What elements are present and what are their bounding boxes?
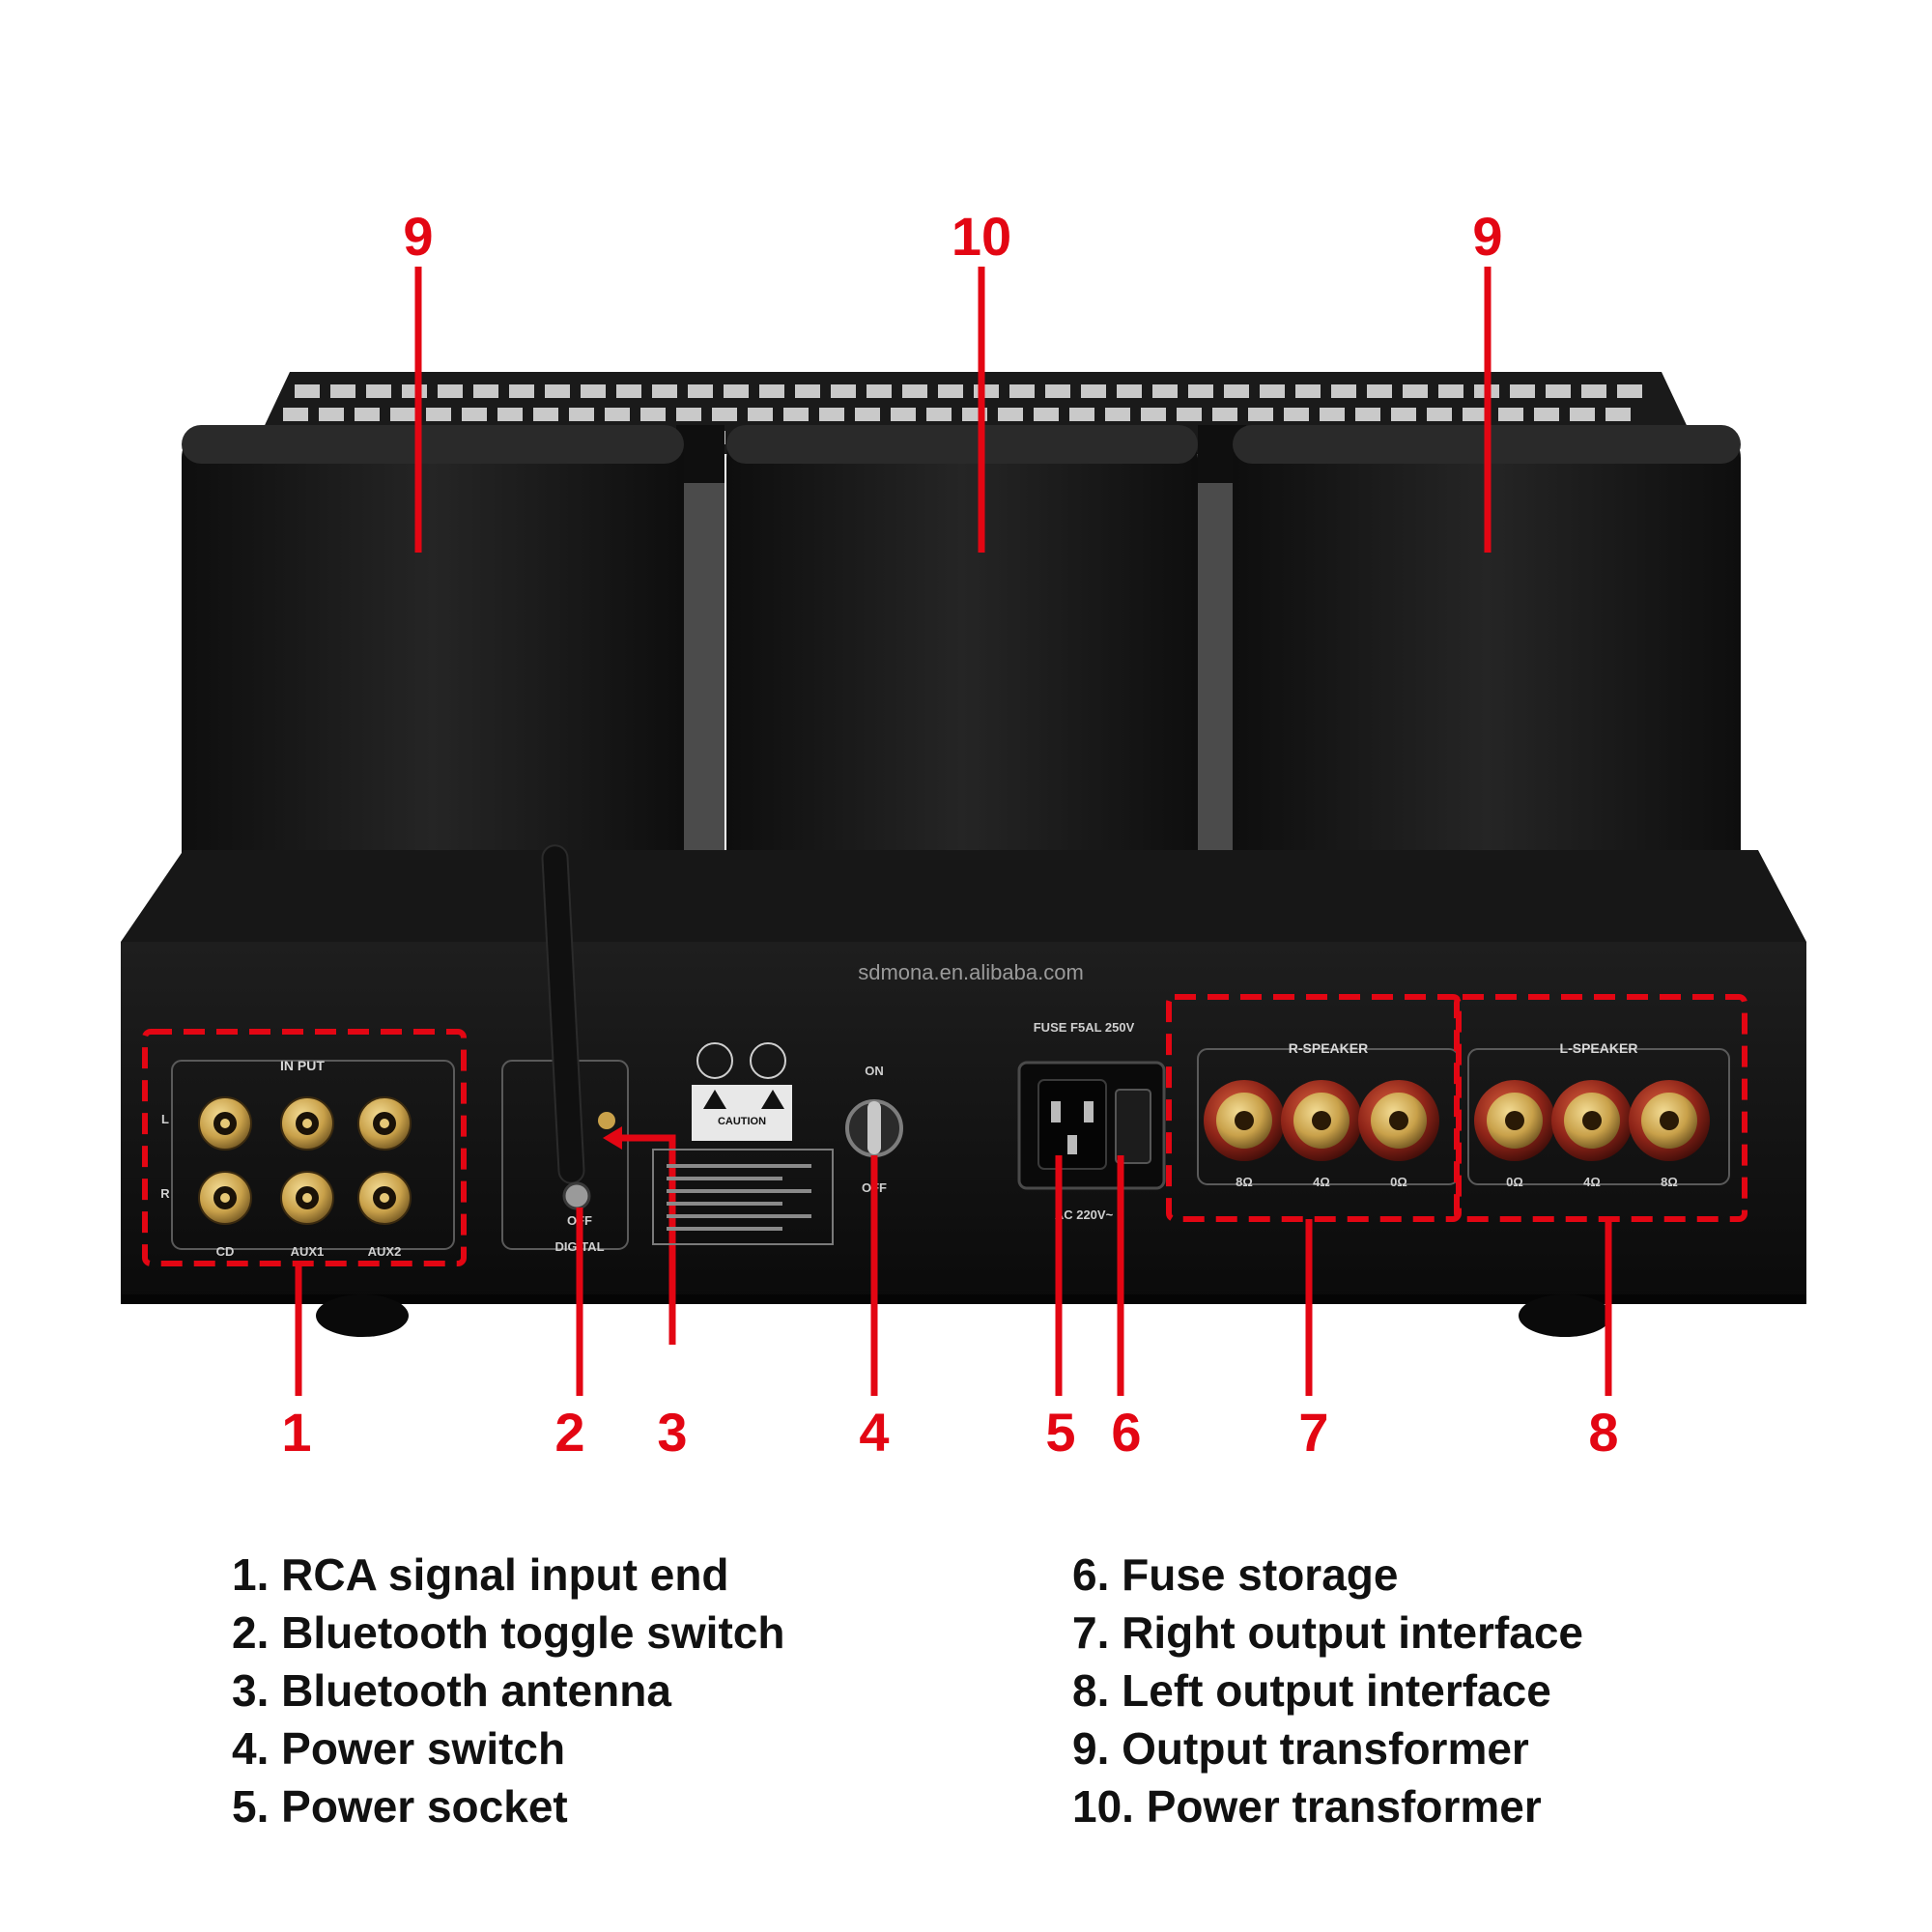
- input-row-l: L: [161, 1112, 169, 1126]
- l-ohm-2: 4Ω: [1583, 1175, 1601, 1189]
- rca-jack[interactable]: [198, 1171, 252, 1225]
- input-row-r: R: [160, 1186, 170, 1201]
- l-speaker-panel: L-SPEAKER 0Ω 4Ω 8Ω: [1467, 1040, 1730, 1189]
- legend-item-8: 8. Left output interface: [1072, 1665, 1551, 1716]
- highlight-right-output: [1166, 994, 1462, 1222]
- input-col-cd: CD: [216, 1244, 235, 1259]
- callout-1: 1: [281, 1402, 311, 1463]
- rca-jack[interactable]: [357, 1171, 412, 1225]
- highlight-rca-input: [142, 1029, 467, 1266]
- r-ohm-1: 8Ω: [1236, 1175, 1253, 1189]
- bluetooth-section: OFF DIGITAL: [501, 844, 676, 1345]
- info-plate: CAUTION: [652, 1042, 834, 1245]
- legend-item-6: 6. Fuse storage: [1072, 1549, 1399, 1600]
- callout-8: 8: [1588, 1402, 1618, 1463]
- rca-jacks: [198, 1096, 412, 1225]
- rca-jack[interactable]: [280, 1096, 334, 1151]
- legend-left: 1. RCA signal input end 2. Bluetooth tog…: [232, 1546, 966, 1835]
- highlight-left-output: [1454, 994, 1747, 1222]
- speaker-binding-post[interactable]: [1629, 1080, 1710, 1161]
- l-ohm-3: 8Ω: [1661, 1175, 1678, 1189]
- callout-5: 5: [1045, 1402, 1075, 1463]
- watermark: sdmona.en.alibaba.com: [858, 960, 1084, 984]
- r-speaker-panel: R-SPEAKER 8Ω 4Ω 0Ω: [1197, 1040, 1460, 1189]
- power-socket[interactable]: [1037, 1079, 1107, 1170]
- input-panel-title: IN PUT: [280, 1058, 325, 1073]
- legend-right: 6. Fuse storage 7. Right output interfac…: [1072, 1546, 1806, 1835]
- input-col-aux2: AUX2: [368, 1244, 402, 1259]
- legend-item-4: 4. Power switch: [232, 1723, 566, 1774]
- callout-6: 6: [1111, 1402, 1141, 1463]
- callout-4: 4: [859, 1402, 889, 1463]
- power-transformer: [726, 425, 1198, 932]
- legend-item-5: 5. Power socket: [232, 1781, 568, 1832]
- rca-jack[interactable]: [198, 1096, 252, 1151]
- r-ohm-3: 0Ω: [1390, 1175, 1407, 1189]
- callouts-bottom: 1 2 3 4 5 6 7 8: [281, 1155, 1619, 1463]
- fuse-label: FUSE F5AL 250V: [1034, 1020, 1135, 1035]
- callout-9-left: 9: [403, 206, 433, 267]
- input-col-aux1: AUX1: [291, 1244, 325, 1259]
- bluetooth-toggle[interactable]: [562, 1181, 591, 1210]
- power-label: AC 220V~: [1055, 1208, 1114, 1222]
- power-on-label: ON: [865, 1064, 884, 1078]
- callout-2: 2: [554, 1402, 584, 1463]
- speaker-binding-post[interactable]: [1358, 1080, 1439, 1161]
- callout-7: 7: [1298, 1402, 1328, 1463]
- legend-item-1: 1. RCA signal input end: [232, 1549, 729, 1600]
- speaker-binding-post[interactable]: [1281, 1080, 1362, 1161]
- callout-10: 10: [952, 206, 1011, 267]
- callouts-top: 9 10 9: [403, 206, 1503, 553]
- fuse-drawer[interactable]: [1115, 1089, 1151, 1164]
- legend-item-9: 9. Output transformer: [1072, 1723, 1529, 1774]
- r-ohm-2: 4Ω: [1313, 1175, 1330, 1189]
- power-socket-group: FUSE F5AL 250V AC 220V~: [1017, 1020, 1166, 1222]
- callout-9-right: 9: [1472, 206, 1502, 267]
- legend-item-3: 3. Bluetooth antenna: [232, 1665, 671, 1716]
- rca-jack[interactable]: [280, 1171, 334, 1225]
- power-switch[interactable]: [867, 1101, 881, 1154]
- l-ohm-1: 0Ω: [1506, 1175, 1523, 1189]
- bluetooth-led: [598, 1112, 615, 1129]
- legend-item-2: 2. Bluetooth toggle switch: [232, 1607, 785, 1658]
- l-speaker-title: L-SPEAKER: [1560, 1040, 1638, 1056]
- r-speaker-title: R-SPEAKER: [1289, 1040, 1368, 1056]
- rca-jack[interactable]: [357, 1096, 412, 1151]
- callout-3: 3: [657, 1402, 687, 1463]
- speaker-binding-post[interactable]: [1204, 1080, 1285, 1161]
- output-transformer-left: [182, 425, 684, 932]
- legend-item-10: 10. Power transformer: [1072, 1781, 1542, 1832]
- speaker-binding-post[interactable]: [1474, 1080, 1555, 1161]
- input-panel: IN PUT L R CD AUX1 AUX2: [160, 1058, 455, 1259]
- legend-item-7: 7. Right output interface: [1072, 1607, 1583, 1658]
- caution-label: CAUTION: [718, 1116, 766, 1127]
- speaker-binding-post[interactable]: [1551, 1080, 1633, 1161]
